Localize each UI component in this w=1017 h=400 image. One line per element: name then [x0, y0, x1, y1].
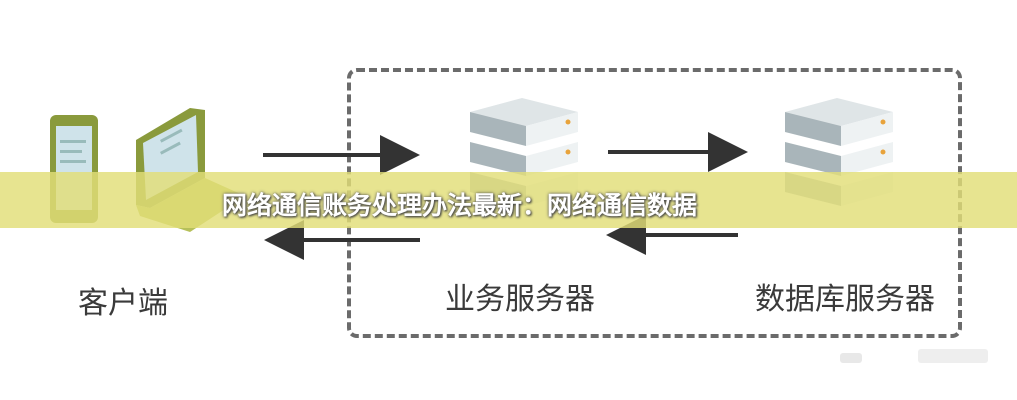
watermark-logo — [838, 343, 998, 369]
business-server-label: 业务服务器 — [445, 274, 595, 318]
database-server-label: 数据库服务器 — [755, 274, 935, 318]
client-label: 客户端 — [78, 278, 168, 322]
banner-title: 网络通信账务处理办法最新：网络通信数据 — [222, 186, 697, 222]
